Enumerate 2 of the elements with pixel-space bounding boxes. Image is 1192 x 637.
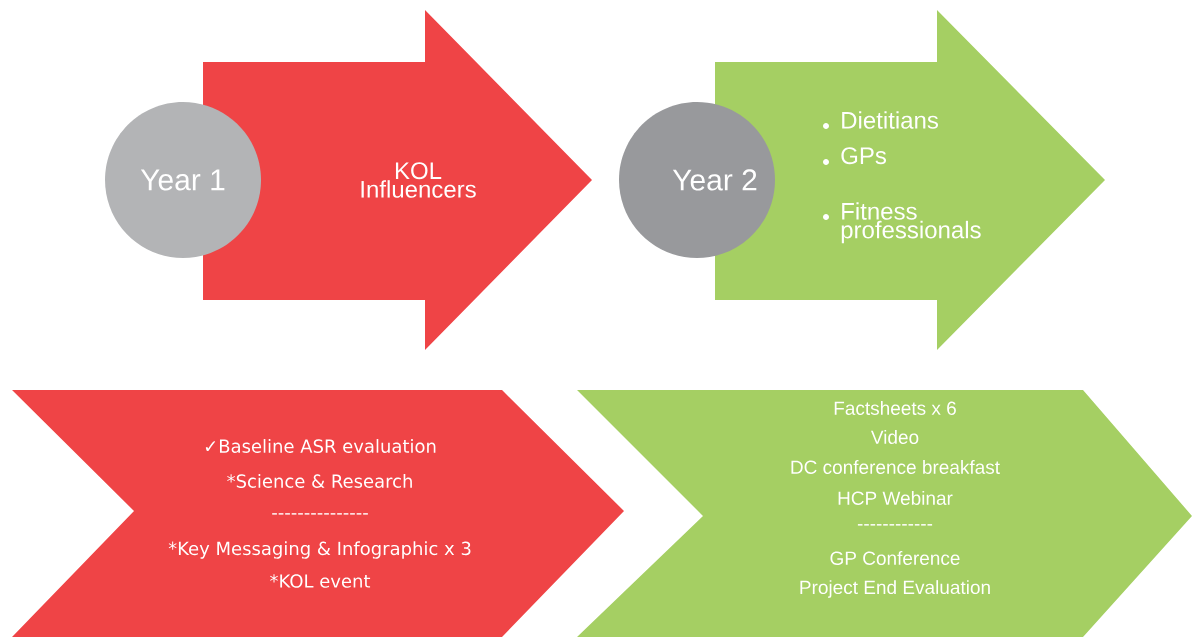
circle-badge: Year 2 bbox=[619, 102, 775, 258]
circle-badge: Year 1 bbox=[105, 102, 261, 258]
